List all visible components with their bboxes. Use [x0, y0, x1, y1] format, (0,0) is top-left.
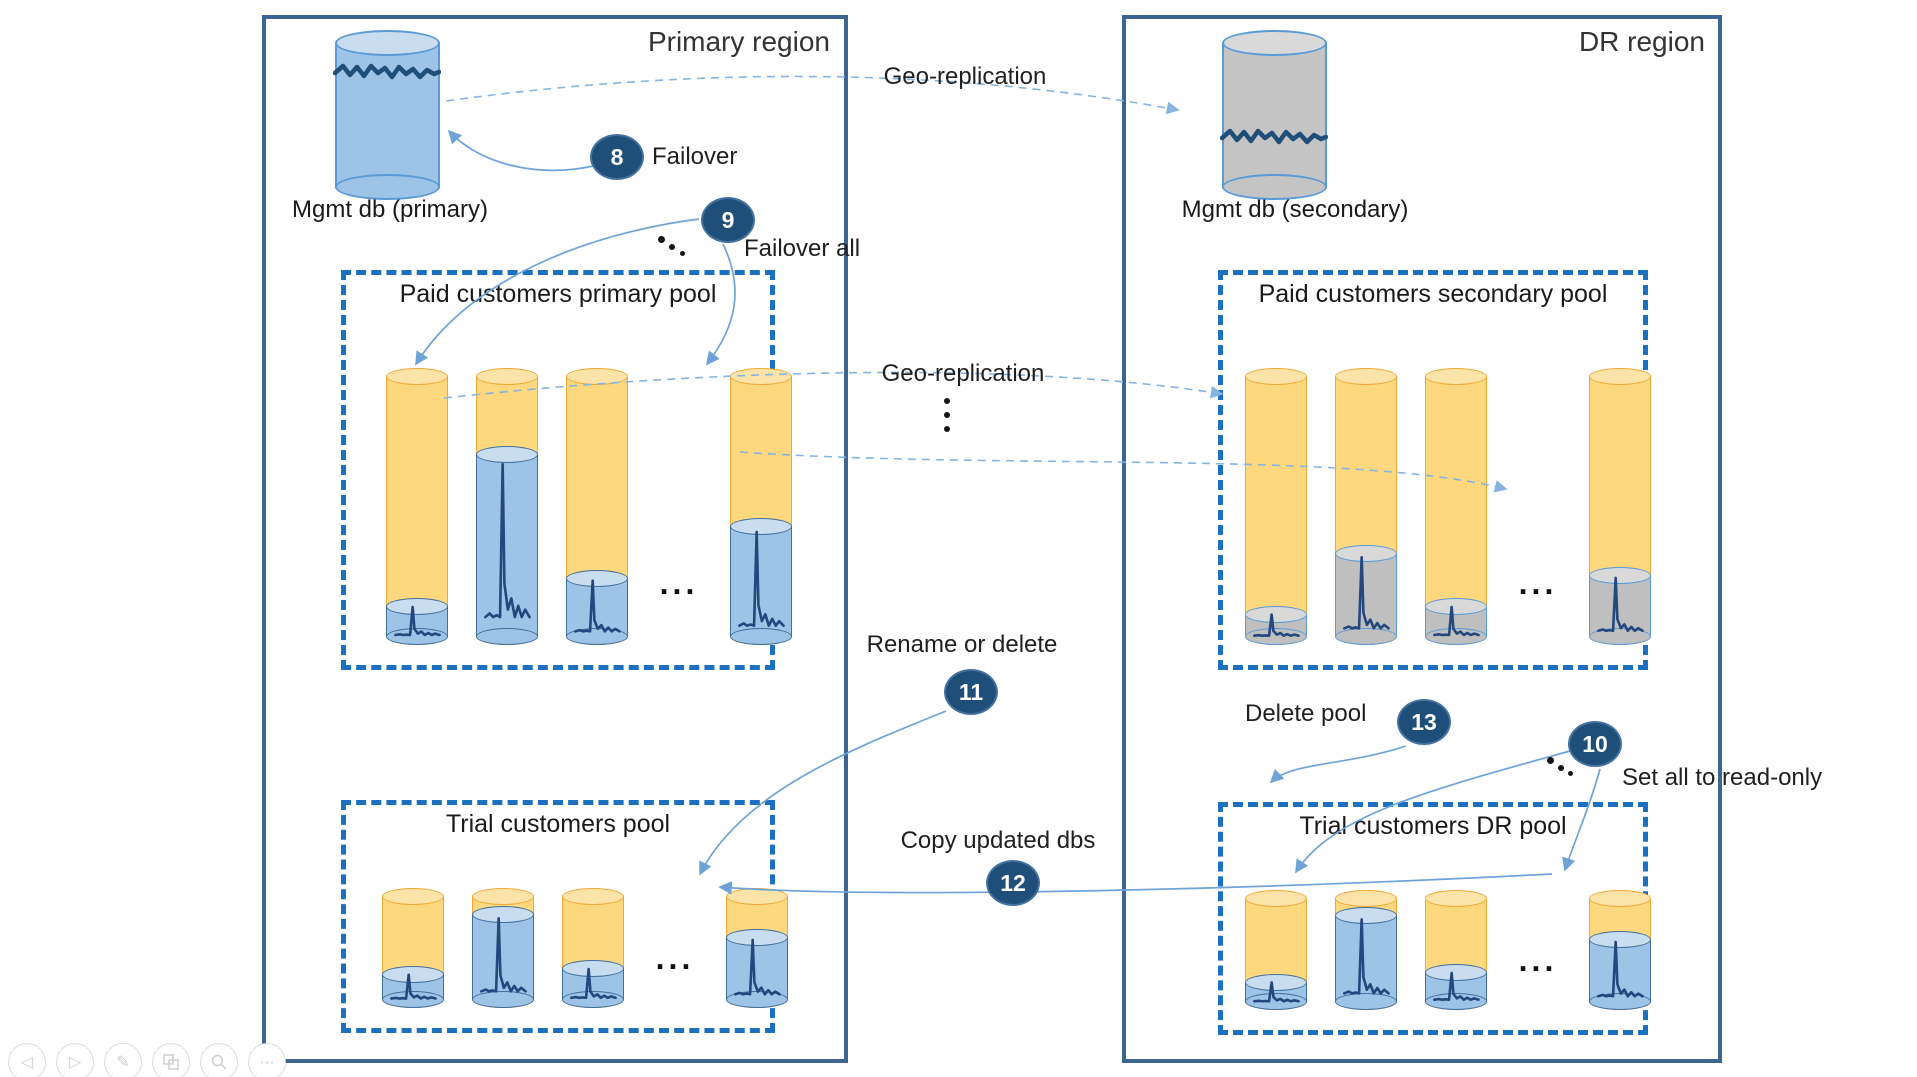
step-badge-11: 11 — [944, 669, 998, 715]
database-cylinder — [1589, 368, 1651, 645]
copy-updated-dbs-label: Copy updated dbs — [900, 827, 1096, 854]
step-badge-10: 10 — [1568, 721, 1622, 767]
ellipsis-dot — [1558, 765, 1564, 771]
zoom-button[interactable] — [200, 1043, 238, 1077]
trial-customers-pool: Trial customers pool ... — [341, 800, 788, 1033]
cylinder-bottom — [1222, 174, 1327, 200]
database-cylinder — [1425, 890, 1487, 1010]
ellipsis-dots: ... — [659, 565, 699, 601]
database-cylinder — [562, 888, 624, 1008]
database-cylinder — [472, 888, 534, 1008]
cylinder-top — [1222, 30, 1327, 56]
database-cylinder — [1335, 368, 1397, 645]
pool-title: Paid customers primary pool — [399, 280, 717, 308]
step-badge-8: 8 — [590, 134, 644, 180]
database-cylinder — [382, 888, 444, 1008]
presenter-toolbar: ◁ ▷ ✎ ⋯ — [8, 1043, 286, 1077]
slide-sorter-icon — [163, 1054, 179, 1070]
usage-sparkline-icon — [1250, 613, 1302, 639]
cylinder-row: ... — [386, 368, 792, 645]
pool-title: Trial customers DR pool — [1299, 812, 1567, 840]
vertical-ellipsis-dot — [944, 426, 950, 432]
database-cylinder — [1425, 368, 1487, 645]
ellipsis-dots: ... — [1518, 565, 1558, 601]
primary-region-title: Primary region — [647, 26, 830, 57]
usage-sparkline-icon — [1430, 971, 1482, 1004]
pen-button[interactable]: ✎ — [104, 1043, 142, 1077]
ellipsis-dot — [680, 251, 685, 256]
ellipsis-dot — [669, 244, 675, 250]
trial-customers-dr-pool: Trial customers DR pool ... — [1218, 802, 1651, 1035]
ellipsis-dots: ... — [1518, 942, 1558, 978]
set-all-read-only-label: Set all to read-only — [1622, 764, 1823, 791]
dr-region-title: DR region — [1578, 26, 1705, 57]
usage-sparkline-icon — [477, 913, 529, 1002]
usage-sparkline-icon — [567, 967, 619, 1002]
database-cylinder — [726, 888, 788, 1008]
database-cylinder — [730, 368, 792, 645]
database-cylinder — [1245, 890, 1307, 1010]
database-cylinder — [1245, 368, 1307, 645]
usage-sparkline-icon — [1340, 914, 1392, 1004]
database-cylinder — [476, 368, 538, 645]
mgmt-db-secondary-label: Mgmt db (secondary) — [1181, 196, 1409, 223]
previous-slide-button[interactable]: ◁ — [8, 1043, 46, 1077]
database-cylinder — [386, 368, 448, 645]
usage-sparkline-icon — [481, 453, 533, 639]
rename-or-delete-label: Rename or delete — [866, 631, 1058, 658]
pool-title: Paid customers secondary pool — [1258, 280, 1608, 308]
mgmt-db-primary-cylinder — [333, 30, 441, 200]
step-badge-9: 9 — [701, 197, 755, 243]
paid-customers-secondary-pool: Paid customers secondary pool ... — [1218, 270, 1651, 670]
ellipsis-dot — [658, 236, 665, 243]
database-cylinder — [566, 368, 628, 645]
usage-sparkline-icon — [735, 525, 787, 639]
pool-title: Trial customers pool — [445, 810, 671, 838]
usage-sparkline-icon — [391, 605, 443, 639]
step-badge-13: 13 — [1397, 699, 1451, 745]
cylinder-bottom — [335, 174, 440, 200]
ellipsis-dot — [1568, 771, 1573, 776]
database-cylinder — [1589, 890, 1651, 1010]
delete-pool-label: Delete pool — [1245, 700, 1367, 727]
database-cylinder — [1335, 890, 1397, 1010]
vertical-ellipsis-dot — [944, 398, 950, 404]
log-squiggle-icon — [1220, 128, 1328, 145]
usage-sparkline-icon — [1340, 552, 1392, 639]
cylinder-body — [1222, 42, 1327, 188]
usage-sparkline-icon — [1594, 574, 1646, 639]
cylinder-row: ... — [1245, 368, 1651, 645]
mgmt-db-secondary-cylinder — [1220, 30, 1328, 200]
usage-sparkline-icon — [731, 936, 783, 1002]
next-slide-button[interactable]: ▷ — [56, 1043, 94, 1077]
cylinder-row: ... — [382, 888, 788, 1008]
ellipsis-dot — [1547, 757, 1554, 764]
paid-customers-primary-pool: Paid customers primary pool ... — [341, 270, 792, 670]
step-badge-12: 12 — [986, 860, 1040, 906]
zoom-magnifier-icon — [211, 1054, 227, 1070]
usage-sparkline-icon — [1430, 605, 1482, 639]
cylinder-body — [335, 42, 440, 188]
usage-sparkline-icon — [1594, 938, 1646, 1004]
usage-sparkline-icon — [387, 973, 439, 1002]
failover-label: Failover — [652, 143, 738, 170]
mgmt-db-primary-label: Mgmt db (primary) — [291, 196, 489, 223]
cylinder-row: ... — [1245, 890, 1651, 1010]
usage-sparkline-icon — [1250, 981, 1302, 1004]
failover-all-label: Failover all — [744, 235, 861, 262]
more-options-button[interactable]: ⋯ — [248, 1043, 286, 1077]
ellipsis-dots: ... — [655, 940, 695, 976]
geo-replication-mid-label: Geo-replication — [881, 360, 1045, 387]
slide-sorter-button[interactable] — [152, 1043, 190, 1077]
usage-sparkline-icon — [571, 577, 623, 639]
log-squiggle-icon — [333, 63, 441, 80]
vertical-ellipsis-dot — [944, 412, 950, 418]
geo-replication-top-label: Geo-replication — [883, 63, 1047, 90]
cylinder-top — [335, 30, 440, 56]
